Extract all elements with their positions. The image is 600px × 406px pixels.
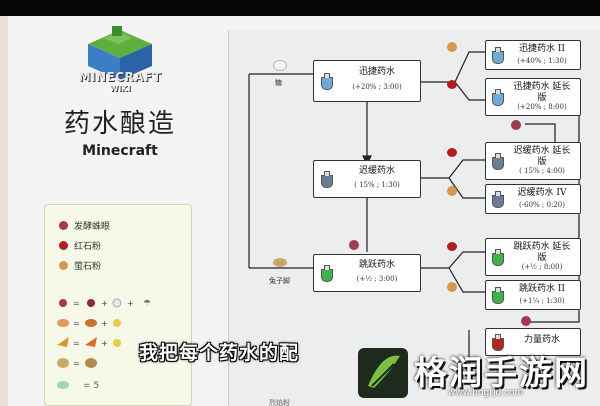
potion-name: 迅捷药水 II: [519, 44, 565, 54]
grass-block-icon: [88, 26, 152, 80]
potion-node: 跳跃药水 延长版 (+½ ; 8:00): [485, 238, 581, 276]
potion-node: 跳跃药水 (+½ ; 3:00): [313, 254, 421, 292]
potion-name: 迟缓药水 延长版: [513, 146, 571, 167]
fermented-spider-eye-icon: [511, 120, 521, 130]
svg-text:+: +: [101, 339, 108, 348]
glowstone-dust-icon: [447, 186, 457, 196]
brewing-chart: 糖 兔子脚 烈焰粉 迅捷药水 (+20% ; 3:00) 迟缓药水 ( 15% …: [228, 30, 600, 406]
fermented-spider-eye-icon: [521, 316, 531, 326]
potion-bottle-icon: [492, 191, 504, 208]
glowstone-dust-icon: [59, 261, 68, 270]
potion-node: 迅捷药水 (+20% ; 3:00): [313, 60, 421, 102]
potion-stats: (+20% ; 8:00): [517, 103, 567, 111]
redstone-dust-icon: [59, 241, 68, 250]
potion-name: 迟缓药水: [358, 166, 395, 176]
potion-node: 迟缓药水 ( 15% ; 1:30): [313, 160, 421, 198]
redstone-dust-icon: [447, 242, 457, 251]
potion-node: 迟缓药水 IV (-60% ; 0:20): [485, 184, 581, 214]
redstone-dust-icon: [447, 80, 457, 89]
legend-item: 红石粉: [59, 239, 101, 252]
page-title: 药水酿造: [63, 109, 176, 139]
svg-text:+: +: [101, 319, 108, 328]
watermark: 格润手游网 www.hngrjd.com: [352, 340, 600, 406]
potion-node: 迅捷药水 II (+40% ; 1:30): [485, 40, 581, 70]
logo-brand: MINECRAFT: [78, 70, 162, 84]
svg-text:=: =: [73, 319, 80, 328]
svg-text:+: +: [101, 299, 108, 308]
potion-bottle-icon: [321, 73, 333, 90]
legend-count: = 5: [83, 381, 100, 391]
potion-node: 跳跃药水 II (+1¼ ; 1:30): [485, 280, 581, 310]
potion-bottle-icon: [321, 265, 333, 282]
svg-text:=: =: [73, 299, 80, 308]
potion-stats: (+1¼ ; 1:30): [519, 297, 565, 305]
potion-stats: ( 15% ; 4:00): [519, 167, 565, 175]
fermented-spider-eye-icon: [349, 240, 359, 250]
potion-name: 跳跃药水 延长版: [513, 242, 571, 263]
glowstone-dust-icon: [447, 282, 457, 292]
svg-text:☂: ☂: [143, 299, 151, 309]
potion-bottle-icon: [492, 249, 504, 266]
potion-node: 迟缓药水 延长版 ( 15% ; 4:00): [485, 142, 581, 180]
potion-node: 迅捷药水 延长版 (+20% ; 8:00): [485, 78, 581, 116]
svg-text:=: =: [73, 339, 80, 348]
potion-stats: (+½ ; 8:00): [521, 263, 563, 271]
page-subtitle: Minecraft: [82, 143, 158, 159]
potion-bottle-icon: [492, 287, 504, 304]
watermark-url: www.hngrjd.com: [448, 388, 524, 398]
video-caption: 我把每个药水的配: [139, 342, 300, 364]
potion-stats: (+20% ; 3:00): [352, 83, 402, 91]
redstone-dust-icon: [447, 148, 457, 157]
potion-stats: (-60% ; 0:20): [519, 201, 565, 209]
svg-text:+: +: [127, 299, 134, 308]
fermented-spider-eye-icon: [59, 221, 68, 230]
left-edge: [0, 16, 8, 406]
potion-bottle-icon: [492, 89, 504, 106]
potion-name: 迅捷药水 延长版: [513, 82, 571, 103]
ingredient-label-rabbit-foot: 兔子脚: [269, 277, 290, 285]
top-bar: [0, 0, 600, 16]
legend-label: 红石粉: [74, 242, 102, 252]
glowstone-dust-icon: [447, 42, 457, 52]
potion-bottle-icon: [492, 47, 504, 64]
potion-name: 迅捷药水: [358, 67, 395, 77]
svg-text:=: =: [73, 359, 80, 368]
potion-node: 力量药水: [485, 328, 581, 356]
legend-label: 萤石粉: [74, 262, 102, 272]
watermark-text: 格润手游网: [414, 353, 589, 392]
logo-wiki: WIKI: [109, 84, 131, 93]
recipe-icons: = + + ☂ = + = + =: [57, 298, 151, 389]
potion-name: 力量药水: [523, 335, 560, 345]
minecraft-wiki-logo: MINECRAFT WIKI: [60, 26, 180, 106]
watermark-logo-icon: [358, 348, 408, 398]
potion-stats: ( 15% ; 1:30): [354, 181, 400, 189]
potion-bottle-icon: [492, 153, 504, 170]
sugar-icon: [273, 60, 287, 71]
legend-box: 发酵蛛眼 红石粉 萤石粉 = + + ☂ = + = + = = 5: [44, 204, 192, 406]
ingredient-label-sugar: 糖: [275, 79, 282, 87]
legend-label: 发酵蛛眼: [74, 222, 111, 232]
potion-bottle-icon: [321, 171, 333, 188]
potion-stats: (+40% ; 1:30): [517, 57, 567, 65]
legend-item: 发酵蛛眼: [59, 219, 110, 232]
legend-item: 萤石粉: [59, 259, 101, 272]
ingredient-label-cut: 烈焰粉: [269, 399, 290, 406]
potion-stats: (+½ ; 3:00): [356, 275, 398, 283]
potion-name: 跳跃药水: [358, 260, 395, 270]
potion-bottle-icon: [492, 334, 504, 351]
rabbit-foot-icon: [273, 258, 287, 267]
potion-name: 迟缓药水 IV: [517, 188, 567, 198]
potion-name: 跳跃药水 II: [519, 284, 565, 294]
